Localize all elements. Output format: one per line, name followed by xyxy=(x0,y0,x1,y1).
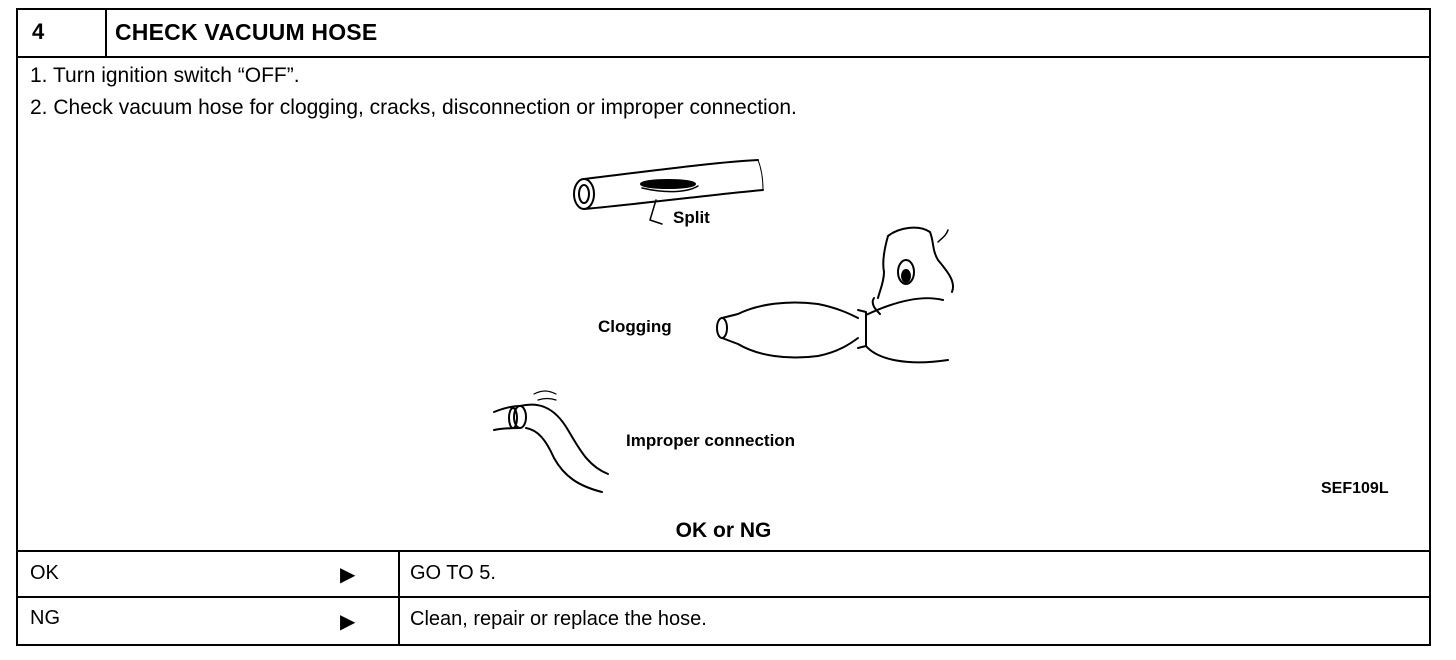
result-ok: OK xyxy=(30,562,59,584)
split-hose-figure xyxy=(573,159,764,225)
header-divider xyxy=(105,10,107,56)
header-rule xyxy=(18,56,1429,58)
label-clogging: Clogging xyxy=(598,317,672,336)
results-mid-rule xyxy=(18,596,1429,598)
result-ng: NG xyxy=(30,607,60,629)
illustration-reference-code: SEF109L xyxy=(1321,480,1389,497)
improper-connection-figure xyxy=(493,390,609,493)
triangle-right-icon: ▶ xyxy=(340,564,356,586)
action-ng: Clean, repair or replace the hose. xyxy=(410,608,707,630)
results-top-rule xyxy=(18,550,1429,552)
step-title: CHECK VACUUM HOSE xyxy=(115,19,378,45)
triangle-right-icon: ▶ xyxy=(340,611,356,633)
clogging-figure xyxy=(716,226,954,364)
result-header: OK or NG xyxy=(675,519,772,542)
results-divider xyxy=(398,550,400,644)
label-improper-connection: Improper connection xyxy=(626,431,796,450)
step-number: 4 xyxy=(32,19,45,44)
procedure-box: 4 CHECK VACUUM HOSE 1. Turn ignition swi… xyxy=(16,8,1431,646)
vacuum-hose-illustration xyxy=(493,159,954,493)
action-ok: GO TO 5. xyxy=(410,562,496,584)
label-split: Split xyxy=(673,208,710,227)
instruction-1: 1. Turn ignition switch “OFF”. xyxy=(30,64,300,87)
instruction-2: 2. Check vacuum hose for clogging, crack… xyxy=(30,96,797,119)
